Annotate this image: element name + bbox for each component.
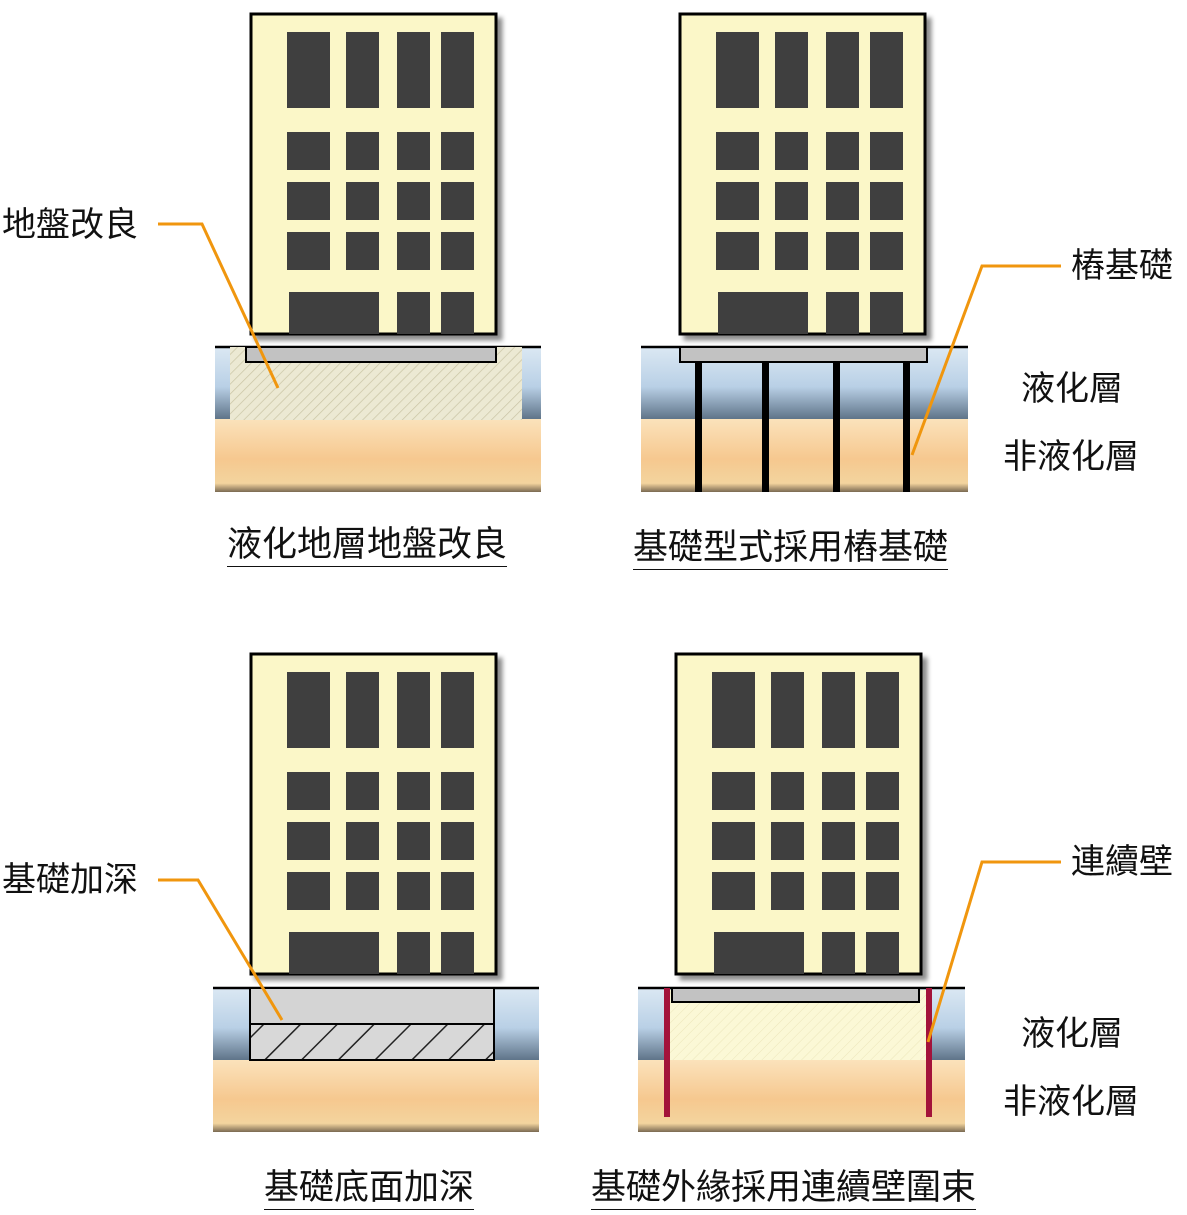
- callout-line-ground-improvement: [158, 222, 280, 389]
- panel-ground-improvement: [158, 14, 541, 492]
- piles: [695, 362, 910, 492]
- callout-line-deepened-foundation: [158, 878, 284, 1021]
- non-liquefiable-layer: [213, 1060, 539, 1132]
- callout-diaphragm-wall: 連續壁: [1071, 842, 1173, 882]
- callout-line-diaphragm-wall: [926, 860, 1061, 1043]
- pile: [695, 362, 702, 492]
- pile: [833, 362, 840, 492]
- layer-label-liquefiable-top: 液化層: [1021, 369, 1123, 409]
- building: [680, 14, 925, 334]
- pile: [903, 362, 910, 492]
- callout-line-pile-foundation: [910, 264, 1061, 456]
- foundation-slab: [671, 987, 920, 1003]
- layer-label-non-liquefiable-bottom: 非液化層: [1003, 1082, 1139, 1122]
- caption-deepened-foundation: 基礎底面加深: [264, 1168, 475, 1208]
- panel-deepened-foundation: [158, 654, 539, 1132]
- building: [676, 654, 921, 974]
- pile: [762, 362, 769, 492]
- non-liquefiable-layer: [215, 419, 541, 492]
- building: [251, 654, 496, 974]
- non-liquefiable-layer: [638, 1060, 965, 1132]
- non-liquefiable-layer: [641, 419, 968, 492]
- foundation-slab: [679, 346, 928, 363]
- diaphragm-wall-right: [926, 988, 932, 1117]
- diaphragm-wall-left: [664, 988, 670, 1117]
- deepened-foundation-body: [249, 987, 495, 1025]
- layer-label-liquefiable-bottom: 液化層: [1021, 1014, 1123, 1054]
- foundation-slab: [245, 346, 497, 363]
- callout-pile-foundation: 樁基礎: [1071, 246, 1173, 286]
- caption-diaphragm-wall: 基礎外緣採用連續壁圍束: [591, 1168, 977, 1208]
- layer-label-non-liquefiable-top: 非液化層: [1003, 437, 1139, 477]
- panel-pile-foundation: [641, 14, 1061, 492]
- caption-ground-improvement: 液化地層地盤改良: [227, 525, 508, 565]
- deepened-foundation-base: [249, 1023, 495, 1061]
- panel-diaphragm-wall: [638, 654, 1061, 1132]
- callout-deepened-foundation: 基礎加深: [2, 860, 138, 900]
- caption-pile-foundation: 基礎型式採用樁基礎: [633, 528, 949, 568]
- building: [251, 14, 496, 334]
- callout-ground-improvement: 地盤改良: [2, 205, 138, 245]
